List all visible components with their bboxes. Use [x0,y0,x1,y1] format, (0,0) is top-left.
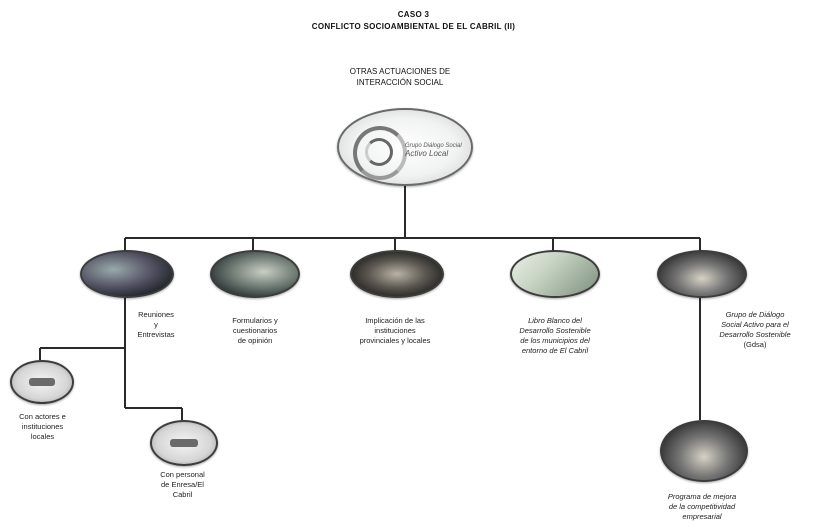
libro-photo-oval [510,250,600,298]
grupo-photo-oval [657,250,747,298]
reuniones-label: Reuniones y Entrevistas [126,310,186,340]
personal-label-line1: Con personal [160,470,205,479]
diagram-title-line2: CONFLICTO SOCIOAMBIENTAL DE EL CABRIL (I… [311,22,516,31]
reuniones-label-line2: y [154,320,158,329]
section-heading-line1: OTRAS ACTUACIONES DE [349,67,451,76]
personal-label-line2: de Enresa/El [161,480,204,489]
swirl-logo-icon [353,126,407,180]
section-heading-line2: INTERACCIÓN SOCIAL [356,78,444,87]
libro-label-line3: de los municipios del [520,336,590,345]
libro-label-line2: Desarrollo Sostenible [519,326,591,335]
personal-label: Con personal de Enresa/El Cabril [145,470,220,500]
swirl-inner-icon [365,138,393,166]
grupo-label-line4: (Gdsa) [743,340,767,349]
personal-label-line3: Cabril [172,490,193,499]
grupo-label-line1: Grupo de Diálogo [725,310,785,319]
libro-label-line1: Libro Blanco del [528,316,582,325]
actores-logo-oval [10,360,74,404]
grupo-label: Grupo de Diálogo Social Activo para el D… [700,310,810,350]
implicacion-label-line1: Implicación de las [365,316,425,325]
diagram-title-line1: CASO 3 [397,10,430,19]
formularios-label-line1: Formularios y [232,316,278,325]
grupo-label-line3: Desarrollo Sostenible [719,330,791,339]
implicacion-label-line3: provinciales y locales [359,336,431,345]
libro-label: Libro Blanco del Desarrollo Sostenible d… [500,316,610,356]
programa-label-line2: de la competitividad [668,502,736,511]
center-logo-text: Grupo Diálogo Social Activo Local [405,142,462,158]
reuniones-photo-oval [80,250,174,298]
grupo-label-line2: Social Activo para el [721,320,789,329]
reuniones-label-line1: Reuniones [138,310,174,319]
center-logo-oval: Grupo Diálogo Social Activo Local [337,108,473,186]
formularios-label: Formularios y cuestionarios de opinión [215,316,295,346]
center-logo-text-line1: Grupo Diálogo Social [405,143,462,149]
programa-photo-oval [660,420,748,482]
formularios-label-line3: de opinión [237,336,273,345]
reuniones-label-line3: Entrevistas [137,330,175,339]
programa-label: Programa de mejora de la competitividad … [650,492,754,522]
personal-logo-oval [150,420,218,466]
formularios-photo-oval [210,250,300,298]
programa-label-line1: Programa de mejora [667,492,737,501]
actores-label: Con actores e instituciones locales [5,412,80,442]
actores-label-line2: instituciones [21,422,64,431]
libro-label-line4: entorno de El Cabril [521,346,589,355]
actores-label-line3: locales [30,432,55,441]
center-logo-text-line2: Activo Local [405,149,449,158]
implicacion-label-line2: instituciones [374,326,416,335]
minus-bar-icon [169,438,199,448]
implicacion-photo-oval [350,250,444,298]
actores-label-line1: Con actores e [19,412,66,421]
implicacion-label: Implicación de las instituciones provinc… [345,316,445,346]
minus-bar-icon [28,378,56,386]
formularios-label-line2: cuestionarios [232,326,278,335]
programa-label-line3: empresarial [682,512,722,521]
section-heading: OTRAS ACTUACIONES DE INTERACCIÓN SOCIAL [300,66,500,88]
